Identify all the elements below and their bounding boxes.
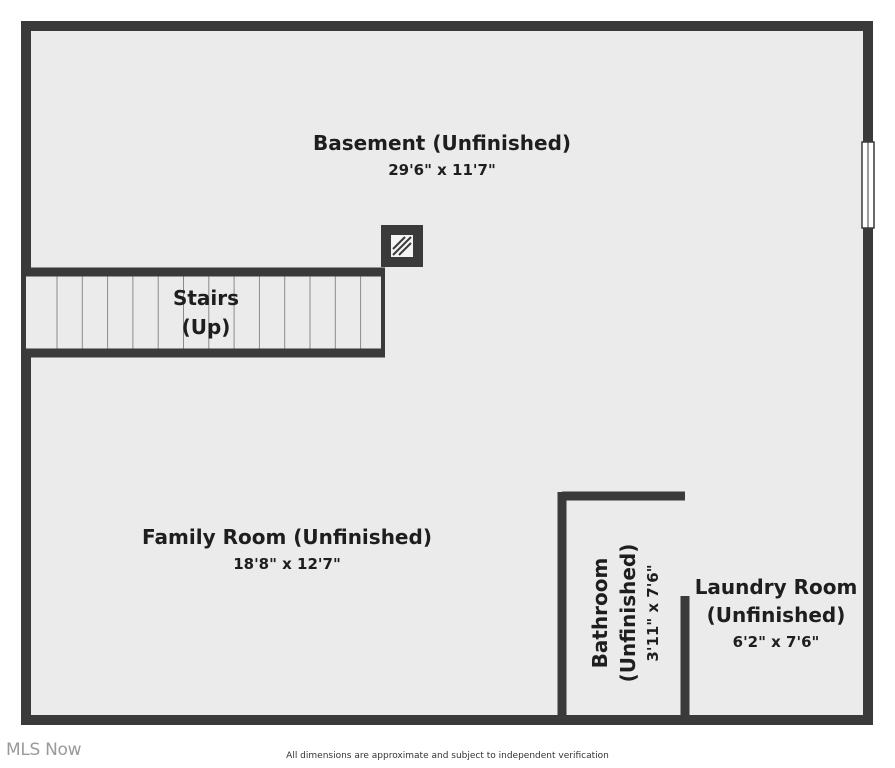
laundry-room-dimensions: 6'2" x 7'6": [733, 633, 820, 651]
disclaimer-text: All dimensions are approximate and subje…: [286, 751, 609, 761]
stairs-direction-label: (Up): [182, 315, 231, 339]
watermark-logo: MLS Now: [6, 740, 82, 760]
window: [861, 141, 875, 229]
basement-label: Basement (Unfinished): [313, 131, 571, 155]
exterior-wall: [21, 21, 873, 725]
bathroom-label: Bathroom: [588, 558, 612, 669]
laundry-room-status-label: (Unfinished): [707, 603, 846, 627]
floor-area: [26, 26, 868, 720]
basement-dimensions: 29'6" x 11'7": [388, 161, 496, 179]
bathroom-status-label: (Unfinished): [616, 544, 640, 683]
family-room-dimensions: 18'8" x 12'7": [233, 555, 341, 573]
staircase: [26, 267, 385, 358]
stairs-label: Stairs: [173, 286, 239, 310]
family-room-label: Family Room (Unfinished): [142, 525, 432, 549]
bathroom-walls: [557, 491, 685, 720]
chimney-column: [381, 225, 423, 267]
bathroom-dimensions: 3'11" x 7'6": [644, 564, 662, 661]
laundry-room-label: Laundry Room: [695, 575, 858, 599]
